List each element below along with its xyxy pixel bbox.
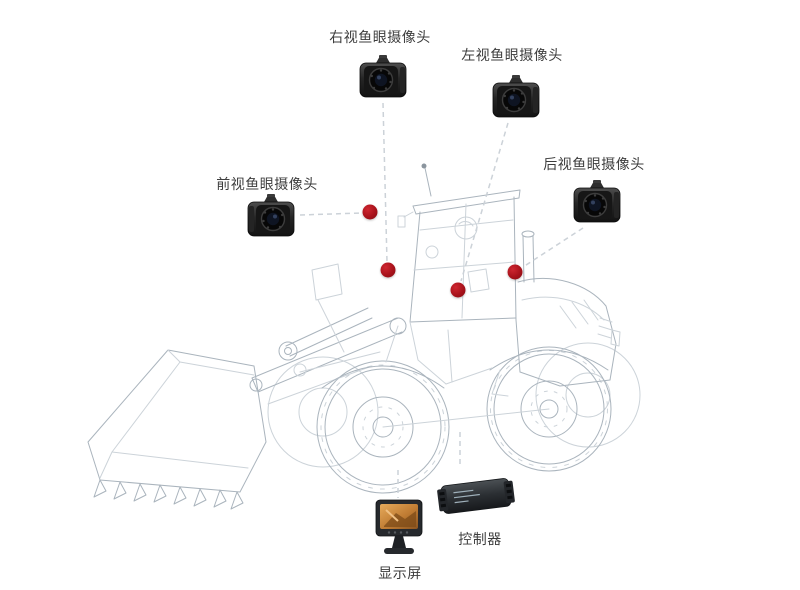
- left-camera-label: 左视鱼眼摄像头: [461, 47, 563, 63]
- loader-wireframe: [87, 163, 641, 510]
- front-camera-icon: [247, 193, 295, 237]
- controller-label: 控制器: [458, 531, 502, 547]
- display-label: 显示屏: [378, 565, 422, 581]
- left-camera-mount-marker: [450, 282, 466, 298]
- front-wheel: [316, 360, 450, 494]
- right-camera-mount-marker: [380, 262, 396, 278]
- rear-camera-mount-marker: [507, 264, 523, 280]
- chassis: [321, 321, 609, 428]
- rear-wheel: [486, 346, 612, 472]
- right-camera-icon: [359, 54, 407, 98]
- front-camera-label: 前视鱼眼摄像头: [216, 176, 318, 192]
- left-camera-icon: [492, 74, 540, 118]
- rear-camera-label: 后视鱼眼摄像头: [543, 156, 645, 172]
- cab: [397, 163, 521, 323]
- front-camera-mount-marker: [362, 204, 378, 220]
- boom-arm: [249, 263, 407, 405]
- bucket: [87, 349, 267, 510]
- far-wheels: [267, 342, 641, 468]
- engine-hood: [515, 230, 621, 387]
- rear-camera-icon: [573, 179, 621, 223]
- right-camera-label: 右视鱼眼摄像头: [329, 29, 431, 45]
- connector-lines: [299, 102, 584, 498]
- controller-icon: [437, 478, 515, 514]
- display-icon: [375, 499, 423, 554]
